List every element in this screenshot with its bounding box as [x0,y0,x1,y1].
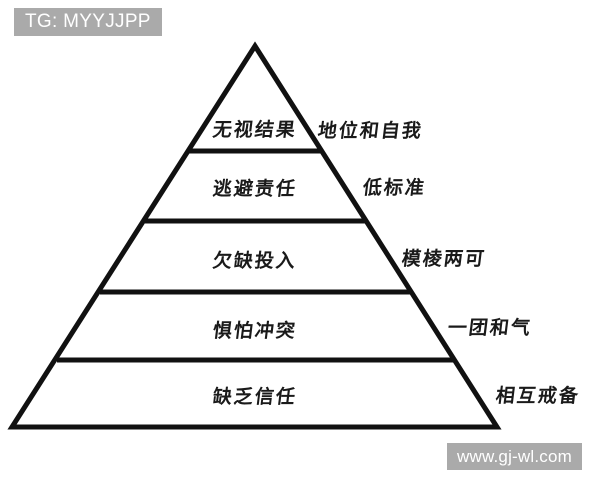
pyramid-tier-4-label: 惧怕冲突 [211,320,299,342]
pyramid-tier-1-side-label: 地位和自我 [316,120,425,142]
pyramid-tier-5-side-label: 相互戒备 [494,385,582,407]
pyramid-tier-2-label: 逃避责任 [211,178,299,200]
pyramid-outline [7,41,502,430]
pyramid-tier-5-label: 缺乏信任 [211,386,299,408]
watermark-bottom-right: www.gj-wl.com [447,443,583,470]
pyramid-tier-1-label: 无视结果 [211,119,299,141]
pyramid-tier-2-side-label: 低标准 [361,177,428,199]
watermark-top-left: TG: MYYJJPP [14,8,162,36]
pyramid-tier-4-side-label: 一团和气 [446,317,534,339]
pyramid-tier-3-side-label: 模棱两可 [400,248,488,270]
